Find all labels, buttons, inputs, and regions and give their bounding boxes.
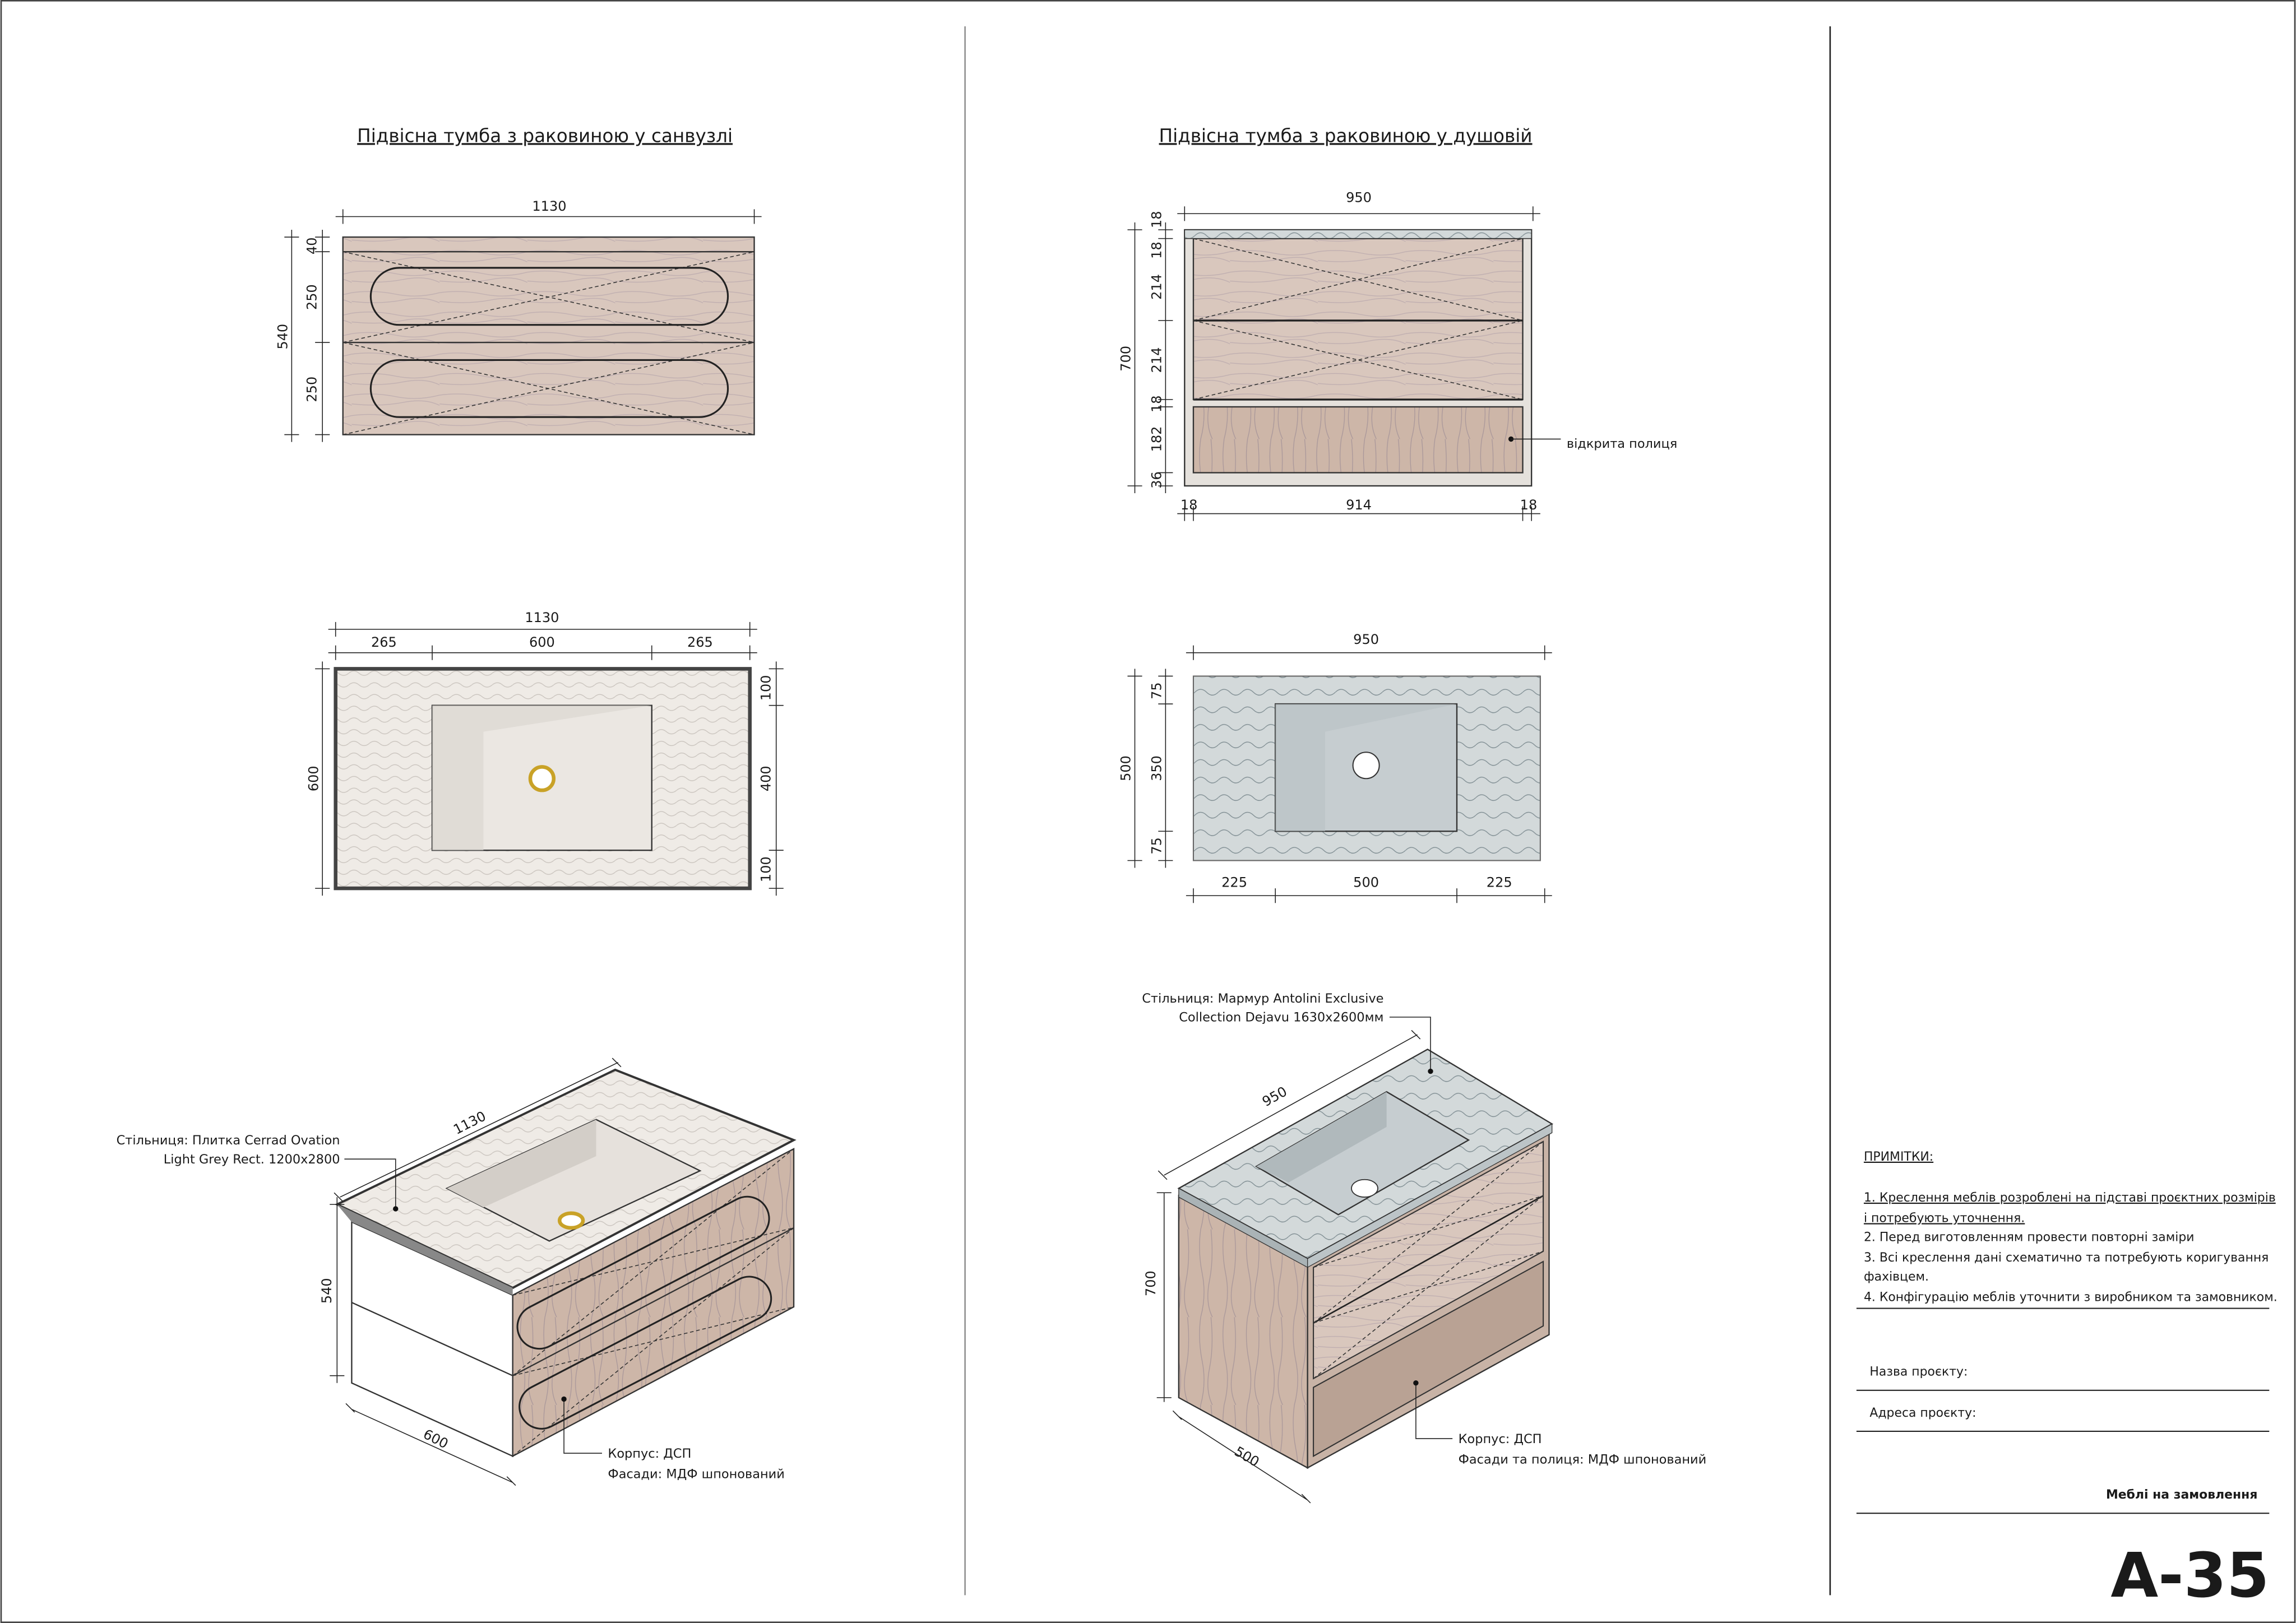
right-callout-top: Стільниця: Мармур Antolini Exclusive Col… — [1142, 991, 1433, 1074]
dimension-label: 1. Креслення меблів розроблені на підста… — [1864, 1191, 2276, 1205]
dimension-label: 914 — [1346, 497, 1372, 513]
dimension-label: 214 — [1149, 274, 1165, 300]
right-top-view: 950 500 75 350 75 225 500 225 — [1118, 632, 1552, 903]
dimension-label: ПРИМІТКИ: — [1864, 1150, 1933, 1164]
left-front-view: 1130 540 40 250 250 — [275, 198, 762, 442]
dimension-label: відкрита полиця — [1567, 437, 1677, 451]
dimension-label: Стільниця: Мармур Antolini Exclusive — [1142, 991, 1383, 1006]
dimension-label: 225 — [1221, 874, 1247, 890]
dimension-label: 500 — [1118, 755, 1134, 781]
dimension-label: 500 — [1232, 1444, 1262, 1470]
dimension-label: 950 — [1260, 1083, 1290, 1110]
dimension-label: 250 — [304, 377, 320, 402]
title-block: Назва проєкту: Адреса проєкту: Меблі на … — [1856, 1365, 2269, 1611]
dimension-label: 225 — [1487, 874, 1512, 890]
dimension-label: 3. Всі креслення дані схематично та потр… — [1864, 1251, 2269, 1265]
dimension-label: Collection Dejavu 1630x2600мм — [1179, 1010, 1383, 1025]
dimension-label: 2. Перед виготовленням провести повторні… — [1864, 1230, 2195, 1244]
dimension-label: 1130 — [532, 198, 566, 214]
dimension-label: 18 — [1149, 211, 1165, 228]
dimension-label: 400 — [758, 766, 774, 791]
drawer-handle-oval — [369, 267, 729, 326]
drain-icon — [528, 765, 556, 792]
drain-icon — [557, 1211, 585, 1230]
dimension-label: 4. Конфігурацію меблів уточнити з виробн… — [1864, 1291, 2278, 1305]
project-address-label: Адреса проєкту: — [1869, 1406, 1976, 1420]
sheet-code: А-35 — [2110, 1539, 2269, 1611]
dimension-label: 100 — [758, 856, 774, 882]
right-front-view: 950 700 18 18 214 214 18 182 36 18 914 1… — [1118, 189, 1677, 521]
dimension-label: 182 — [1149, 426, 1165, 452]
drain-icon — [1352, 752, 1380, 780]
dimension-label: 214 — [1149, 347, 1165, 373]
dimension-label: 75 — [1149, 682, 1165, 699]
dimension-label: 700 — [1118, 346, 1134, 372]
dimension-label: 540 — [275, 324, 291, 350]
dimension-label: 250 — [304, 284, 320, 310]
dimension-label: 36 — [1149, 471, 1165, 489]
dimension-label: 265 — [687, 634, 713, 650]
left-top-view: 1130 265 600 265 600 100 400 100 — [305, 610, 784, 896]
dimension-label: Корпус: ДСП — [608, 1446, 691, 1461]
dimension-label: 600 — [529, 634, 555, 650]
dimension-label: 600 — [305, 766, 321, 791]
dimension-label: 265 — [371, 634, 397, 650]
dimension-label: 40 — [304, 237, 320, 254]
dimension-label: Light Grey Rect. 1200x2800 — [164, 1152, 340, 1167]
drain-icon — [1351, 1179, 1378, 1198]
dimension-label: 18 — [1520, 497, 1538, 513]
dimension-label: фахівцем. — [1864, 1270, 1929, 1284]
dimension-label: 18 — [1149, 395, 1165, 412]
dimension-label: Стільниця: Плитка Cerrad Ovation — [117, 1133, 340, 1148]
dimension-label: і потребують уточнення. — [1864, 1211, 2025, 1225]
dimension-label: 500 — [1353, 874, 1379, 890]
dimension-label: 700 — [1143, 1270, 1159, 1296]
dimension-label: Фасади: МДФ шпонований — [608, 1467, 784, 1481]
dimension-label: 18 — [1149, 242, 1165, 259]
dimension-label: 75 — [1149, 837, 1165, 855]
dimension-label: Фасади та полиця: МДФ шпонований — [1459, 1452, 1707, 1467]
dimension-label: 540 — [319, 1278, 335, 1304]
left-callout-body: Корпус: ДСП Фасади: МДФ шпонований — [561, 1396, 785, 1481]
left-title: Підвісна тумба з раковиною у санвузлі — [357, 125, 733, 146]
drawer-handle-oval — [369, 359, 729, 418]
right-title: Підвісна тумба з раковиною у душовій — [1159, 125, 1533, 146]
sheet-subject: Меблі на замовлення — [2106, 1488, 2257, 1502]
right-iso-view: 950 700 500 — [1143, 1030, 1554, 1504]
notes-block: ПРИМІТКИ: 1. Креслення меблів розроблені… — [1856, 1150, 2278, 1309]
dimension-label: 950 — [1353, 632, 1379, 647]
dimension-label: 100 — [758, 675, 774, 701]
project-name-label: Назва проєкту: — [1869, 1365, 1968, 1379]
dimension-label: 950 — [1346, 189, 1372, 205]
dimension-label: 600 — [421, 1426, 451, 1452]
dimension-label: 1130 — [525, 610, 559, 625]
dimension-label: 350 — [1149, 755, 1165, 781]
dimension-label: Корпус: ДСП — [1459, 1432, 1542, 1446]
left-iso-view: 1130 540 600 — [319, 1058, 797, 1486]
right-callout-body: Корпус: ДСП Фасади та полиця: МДФ шпонов… — [1413, 1380, 1706, 1467]
left-callout-top: Стільниця: Плитка Cerrad Ovation Light G… — [117, 1133, 399, 1212]
dimension-label: 18 — [1181, 497, 1198, 513]
